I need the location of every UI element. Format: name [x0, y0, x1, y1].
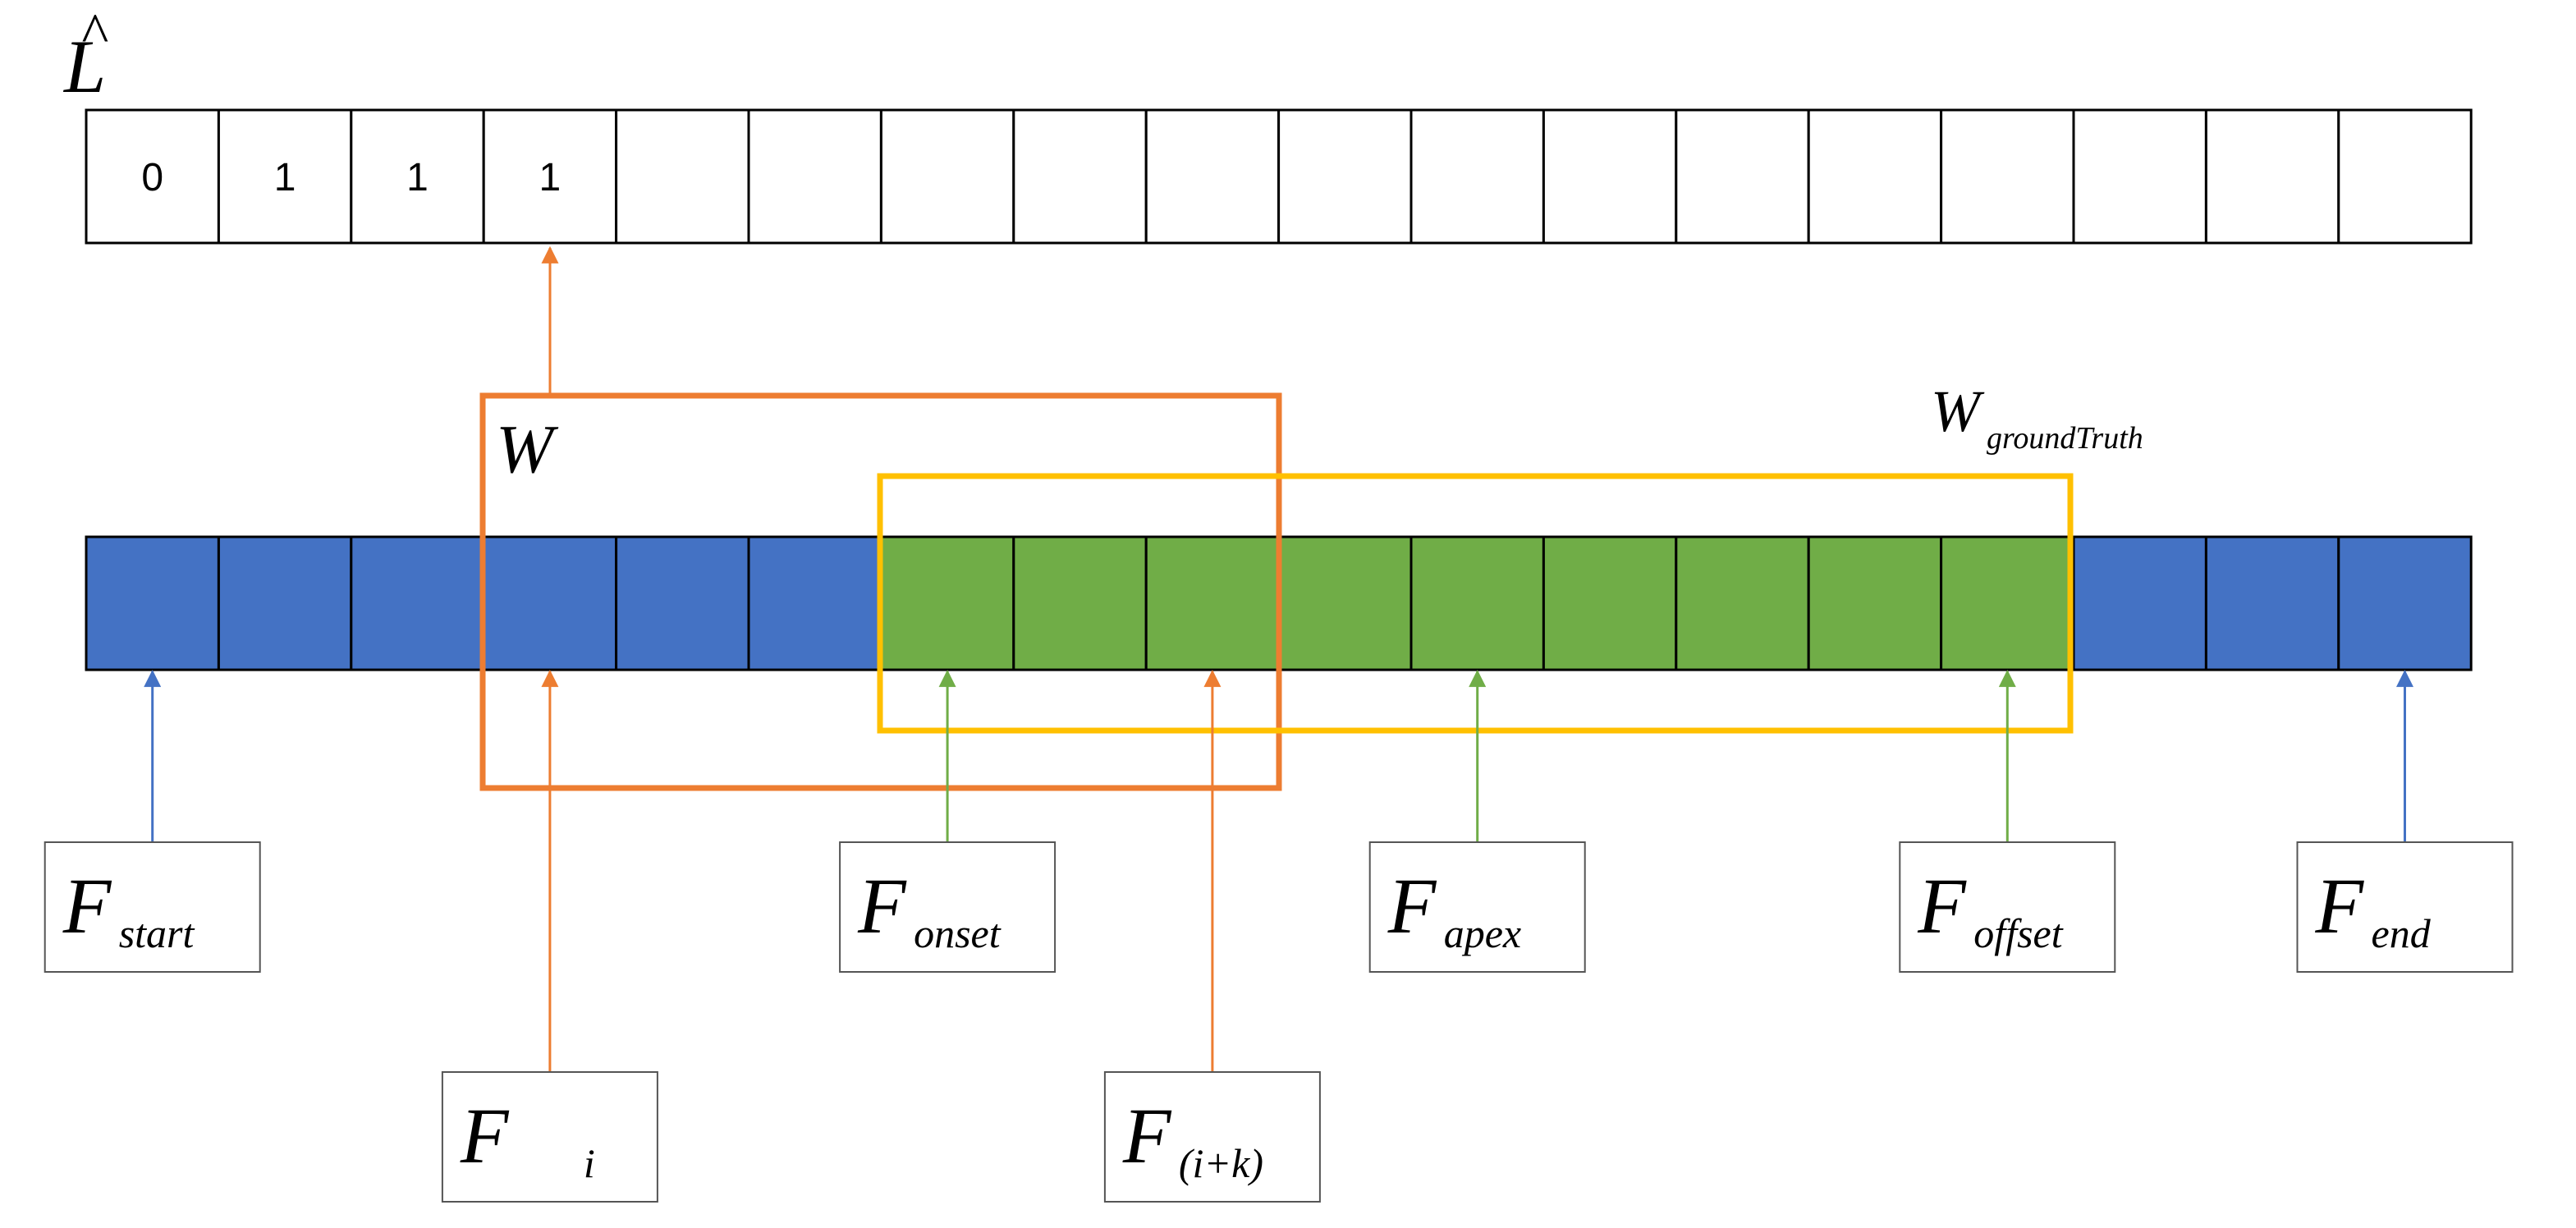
- frame-label-subscript: apex: [1444, 910, 1521, 956]
- frame-label-symbol: F: [2315, 862, 2365, 950]
- frame-cell: [217, 535, 353, 671]
- label-cell: [1940, 108, 2075, 245]
- ground-truth-window-subscript: groundTruth: [1987, 421, 2143, 456]
- frame-cell-ground-truth: [1409, 535, 1545, 671]
- sliding-window-box: [479, 392, 1282, 791]
- frame-cell: [2337, 535, 2473, 671]
- frame-label-box: [441, 1071, 658, 1203]
- frame-label-symbol: F: [1387, 862, 1437, 950]
- ground-truth-window: W groundTruth: [877, 378, 2143, 734]
- label-cell: [85, 108, 220, 245]
- label-cell: [1409, 108, 1545, 245]
- sliding-window-label: W: [496, 411, 559, 488]
- frame-label-subscript: (i+k): [1179, 1140, 1263, 1186]
- label-cell: [2204, 108, 2340, 245]
- frame-cell: [350, 535, 485, 671]
- frame-label-box: [1103, 1071, 1321, 1203]
- frame-label-subscript: end: [2372, 910, 2432, 956]
- frame-cell: [85, 535, 220, 671]
- frame-cell-ground-truth: [879, 535, 1015, 671]
- label-cell-value: 1: [406, 156, 429, 199]
- frame-label-box: [44, 841, 261, 973]
- frame-cell: [2204, 535, 2340, 671]
- label-cell: [217, 108, 353, 245]
- frame-cell-ground-truth: [1940, 535, 2075, 671]
- label-cell: [747, 108, 882, 245]
- label-cell: [350, 108, 485, 245]
- sliding-window: W: [479, 392, 1282, 791]
- frame-cell: [482, 535, 618, 671]
- label-sequence-hat: ^: [80, 2, 108, 66]
- frame-cell-ground-truth: [1542, 535, 1678, 671]
- label-cell: [879, 108, 1015, 245]
- frame-sequence: [85, 535, 2473, 671]
- ground-truth-window-box: [877, 473, 2074, 734]
- label-cell: [615, 108, 750, 245]
- label-cell: [1144, 108, 1281, 245]
- frame-cell-ground-truth: [1675, 535, 1810, 671]
- ground-truth-window-symbol: W: [1931, 378, 1985, 444]
- label-cell: [2072, 108, 2207, 245]
- label-cell-value: 1: [539, 156, 561, 199]
- frame-label-symbol: F: [1122, 1092, 1172, 1180]
- frame-cell: [615, 535, 750, 671]
- frame-cell-ground-truth: [1012, 535, 1148, 671]
- label-cell-value: 1: [274, 156, 296, 199]
- frame-label-subscript: start: [119, 910, 195, 956]
- frame-cell: [2072, 535, 2207, 671]
- frame-label-symbol: F: [62, 862, 112, 950]
- label-cell-value: 0: [141, 156, 163, 199]
- frame-label-box: [839, 841, 1057, 973]
- frame-label-symbol: F: [460, 1092, 510, 1180]
- label-cell: [1277, 108, 1413, 245]
- label-cell: [1012, 108, 1148, 245]
- label-cell: [482, 108, 618, 245]
- frame-label-box: [1368, 841, 1586, 973]
- frame-cell: [747, 535, 882, 671]
- frame-label-subscript: onset: [914, 910, 1002, 956]
- label-sequence: 0 1 1 1: [85, 108, 2473, 245]
- label-cell: [1542, 108, 1678, 245]
- frame-cell-ground-truth: [1277, 535, 1413, 671]
- frame-label-subscript: i: [584, 1140, 595, 1186]
- label-cell: [1675, 108, 1810, 245]
- frame-label-symbol: F: [857, 862, 907, 950]
- frame-label-box: [1899, 841, 2116, 973]
- frame-label-symbol: F: [1917, 862, 1967, 950]
- frame-cell-ground-truth: [1807, 535, 1943, 671]
- label-sequence-title: L ^: [62, 2, 108, 108]
- frame-label-ik: F(i+k): [1103, 669, 1321, 1203]
- label-cell: [1807, 108, 1943, 245]
- label-cell: [2337, 108, 2473, 245]
- label-sequence-symbol: L: [62, 25, 106, 108]
- frame-cell-ground-truth: [1144, 535, 1281, 671]
- frame-label-box: [2296, 841, 2514, 973]
- frame-label-subscript: offset: [1973, 910, 2063, 956]
